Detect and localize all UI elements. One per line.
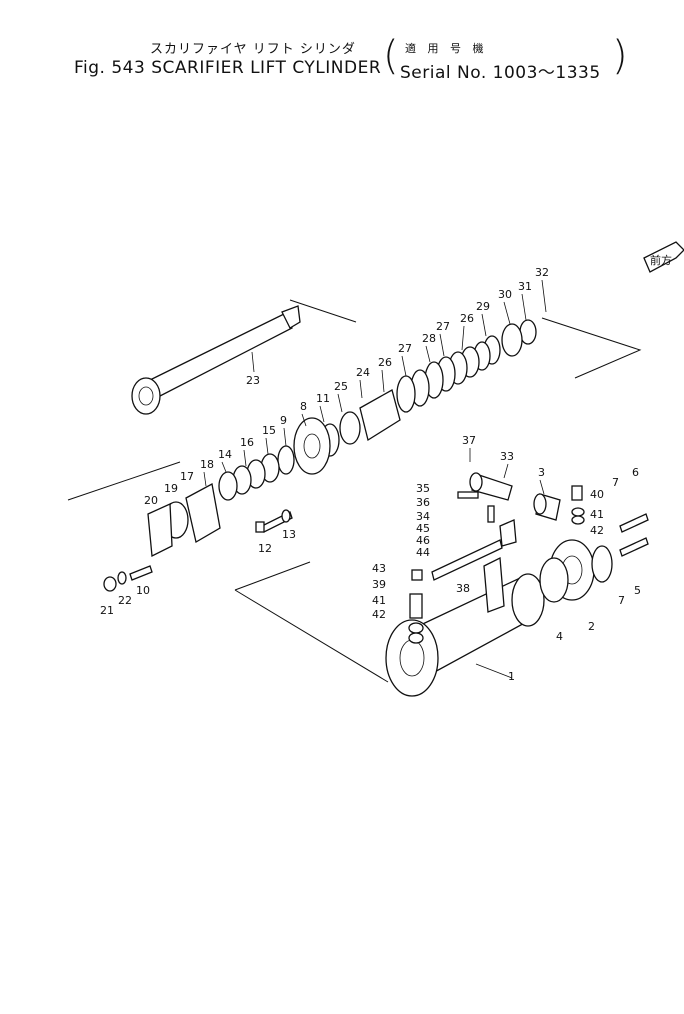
callout-14: 14: [218, 448, 232, 461]
callout-24: 24: [356, 366, 370, 379]
callout-labels: 23 32 31 30 29 26 27 28 27 26 24 25 11 8…: [100, 266, 641, 683]
piston-rod: [131, 305, 301, 415]
callout-30: 30: [498, 288, 512, 301]
callout-40: 40: [590, 488, 604, 501]
callout-43: 43: [372, 562, 386, 575]
callout-15: 15: [262, 424, 276, 437]
callout-leaders: [203, 279, 547, 679]
callout-3: 3: [538, 466, 545, 479]
callout-4: 4: [556, 630, 563, 643]
seal-ring-stack: [147, 319, 537, 558]
group-boundary-lines: [67, 299, 642, 683]
callout-21: 21: [100, 604, 114, 617]
callout-7a: 7: [612, 476, 619, 489]
callout-29: 29: [476, 300, 490, 313]
callout-44: 44: [416, 546, 430, 559]
callout-28: 28: [422, 332, 436, 345]
callout-42b: 42: [372, 608, 386, 621]
mounting-bolts: [103, 509, 293, 592]
callout-16: 16: [240, 436, 254, 449]
callout-10: 10: [136, 584, 150, 597]
callout-19: 19: [164, 482, 178, 495]
callout-39: 39: [372, 578, 386, 591]
callout-46: 46: [416, 534, 430, 547]
serial-range: Serial No. 1003〜1335: [400, 63, 601, 83]
callout-6: 6: [632, 466, 639, 479]
front-marker-label: 前方: [650, 253, 672, 267]
callout-35: 35: [416, 482, 430, 495]
clevis-pin: [469, 472, 561, 521]
callout-20: 20: [144, 494, 158, 507]
callout-42a: 42: [590, 524, 604, 537]
callout-41a: 41: [590, 508, 604, 521]
callout-26b: 26: [378, 356, 392, 369]
callout-11: 11: [316, 392, 330, 405]
callout-33: 33: [500, 450, 514, 463]
callout-13: 13: [282, 528, 296, 541]
callout-2: 2: [588, 620, 595, 633]
figure-header: スカリファイヤ リフト シリンダ ( 適 用 号 機 Fig. 543 SCAR…: [0, 0, 684, 83]
callout-37: 37: [462, 434, 476, 447]
hydraulic-pipe: [408, 491, 517, 644]
close-paren: ): [612, 33, 628, 79]
japanese-serial-label: 適 用 号 機: [405, 42, 488, 55]
callout-34: 34: [416, 510, 430, 523]
front-direction-marker: 前方: [643, 241, 684, 273]
callout-9: 9: [280, 414, 287, 427]
callout-17: 17: [180, 470, 194, 483]
cylinder-tube: [385, 556, 545, 697]
callout-41b: 41: [372, 594, 386, 607]
callout-32: 32: [535, 266, 549, 279]
japanese-title: スカリファイヤ リフト シリンダ: [150, 42, 356, 57]
callout-18: 18: [200, 458, 214, 471]
callout-36: 36: [416, 496, 430, 509]
callout-25: 25: [334, 380, 348, 393]
callout-8: 8: [300, 400, 307, 413]
cylinder-head: [539, 485, 649, 603]
callout-23: 23: [246, 374, 260, 387]
callout-12: 12: [258, 542, 272, 555]
callout-27b: 27: [398, 342, 412, 355]
callout-1: 1: [508, 670, 515, 683]
callout-45: 45: [416, 522, 430, 535]
callout-22: 22: [118, 594, 132, 607]
open-paren: (: [383, 33, 399, 79]
callout-5: 5: [634, 584, 641, 597]
callout-26a: 26: [460, 312, 474, 325]
figure-title: Fig. 543 SCARIFIER LIFT CYLINDER: [74, 58, 382, 78]
callout-7b: 7: [618, 594, 625, 607]
callout-27a: 27: [436, 320, 450, 333]
callout-31: 31: [518, 280, 532, 293]
callout-38: 38: [456, 582, 470, 595]
